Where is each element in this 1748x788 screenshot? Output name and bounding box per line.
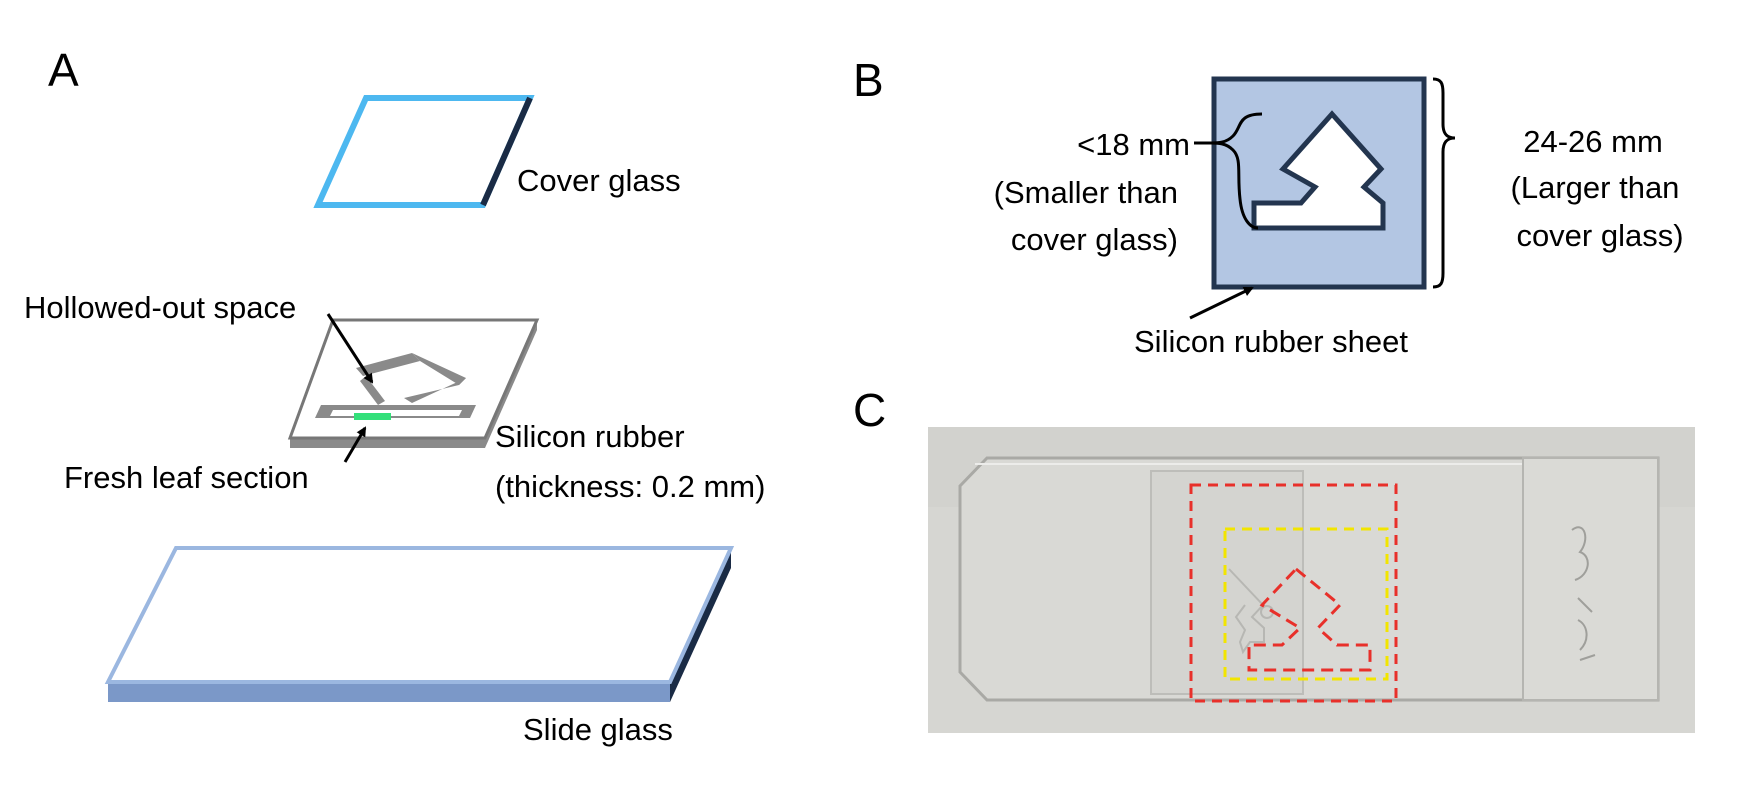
cover-glass-drawing [313,95,535,208]
outer-size-line2: (Larger than [1511,170,1680,205]
inner-brace [1210,112,1263,230]
sheet-arrow [1189,286,1254,320]
photo-red-dashed-box [1189,483,1398,703]
photo-yellow-dashed-box [1223,527,1389,681]
outer-size-line1: 24-26 mm [1523,124,1663,159]
outer-size-line3: cover glass) [1516,218,1683,253]
sheet-label: Silicon rubber sheet [1134,324,1408,359]
panel-a-letter: A [48,44,79,96]
inner-size-line3: cover glass) [1011,222,1178,257]
panel-a: A Cover glass Hollowed-out space Fresh l… [24,44,765,747]
inner-size-line1: <18 mm [1077,127,1190,162]
cover-glass-label: Cover glass [517,163,681,198]
rubber-label-line2: (thickness: 0.2 mm) [495,469,765,504]
hollowed-arrow [326,313,374,384]
cover-glass-edge [480,96,533,207]
cover-glass-outline [313,95,535,208]
slide-label: Slide glass [523,712,673,747]
slide-side [670,548,731,702]
panel-b: B <18 mm (Smaller than cover glass) 24-2… [853,54,1684,359]
slide-top [104,546,735,684]
fresh-leaf-section-mark [354,413,391,420]
hollow-slot [330,410,462,416]
leaf-label: Fresh leaf section [64,460,309,495]
slide-glass-drawing [104,546,735,702]
photo-handwriting [1571,526,1596,661]
photo-frosted-area [1522,457,1659,701]
slide-front [108,682,670,702]
inner-size-line2: (Smaller than [994,175,1178,210]
outer-brace [1432,77,1456,289]
hollow-rim-3 [404,378,466,403]
panel-b-letter: B [853,54,884,106]
leaf-arrow [343,426,367,463]
rubber-label-line1: Silicon rubber [495,419,685,454]
photo-hollow-trace [1228,568,1265,655]
hollowed-label: Hollowed-out space [24,290,296,325]
hollow-rim-2 [412,353,466,385]
photo-red-dashed-shape [1247,566,1372,672]
panel-c: C [853,384,1695,733]
hollow-rim-1 [356,353,420,376]
panel-c-letter: C [853,384,886,436]
photo-cover-glass [1150,470,1304,695]
